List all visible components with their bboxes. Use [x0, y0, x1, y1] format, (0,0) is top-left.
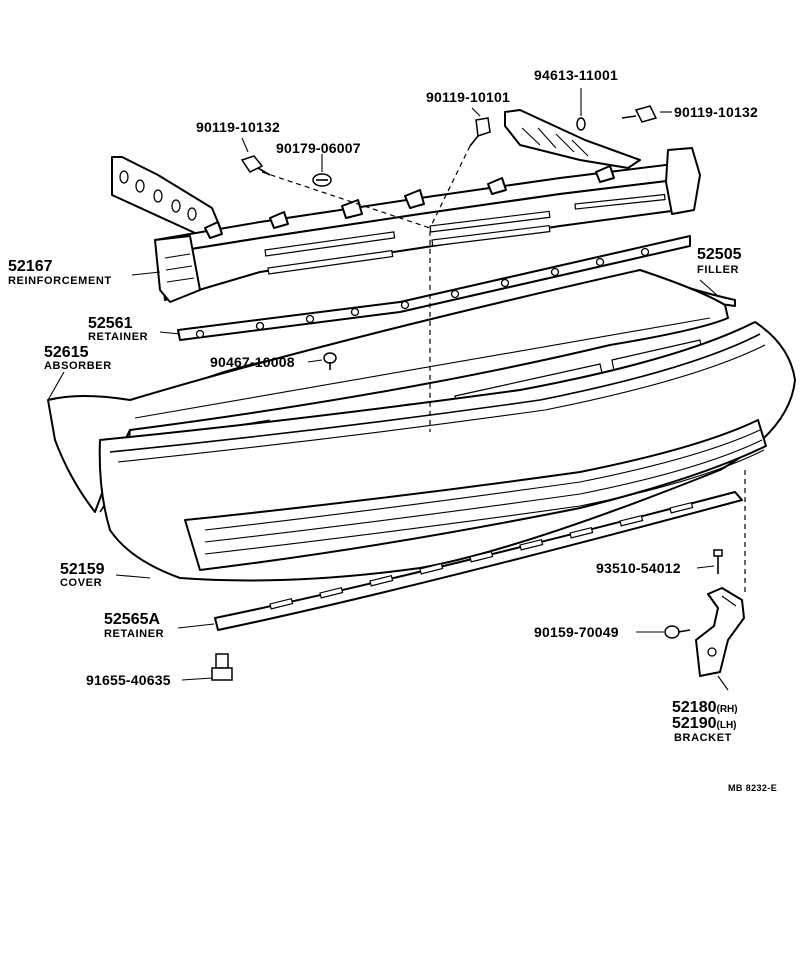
retainer-upper-part — [177, 235, 691, 341]
bracket-rh-side: (RH) — [716, 704, 738, 715]
bracket-rh-label: 52180(RH) — [672, 700, 738, 716]
nut-bracket-icon — [664, 625, 691, 639]
retainer-lower-part-name: RETAINER — [104, 628, 165, 640]
bracket-part-name: BRACKET — [674, 732, 732, 744]
bolt-center-icon — [469, 117, 491, 147]
clip-icon — [323, 352, 337, 370]
retainer-lower-part-number: 52565A — [104, 611, 161, 628]
diagram-code: MB 8232-E — [728, 783, 778, 793]
filler-part-name: FILLER — [697, 264, 740, 276]
bolt-center-part-number: 90119-10101 — [426, 89, 510, 105]
leader-lines — [47, 88, 729, 691]
cover-part — [98, 321, 796, 582]
bolt-lower-icon — [211, 653, 233, 681]
nut-part-number: 90179-06007 — [276, 140, 361, 156]
filler-part-number: 52505 — [697, 246, 742, 263]
assembly-line-center — [429, 145, 471, 229]
reinforcement-part-name: REINFORCEMENT — [8, 275, 112, 287]
bracket-part — [695, 587, 745, 677]
bolt-lower-part-number: 91655-40635 — [86, 672, 171, 688]
cover-part-name: COVER — [60, 577, 103, 589]
washer-icon — [576, 117, 586, 131]
bracket-lh-side: (LH) — [716, 720, 737, 731]
retainer-upper-part-number: 52561 — [88, 315, 133, 332]
clip-part-number: 90467-10008 — [210, 354, 295, 370]
bolt-right-part-number: 90119-10132 — [674, 104, 758, 120]
bolt-left-part-number: 90119-10132 — [196, 119, 280, 135]
nut-bracket-part-number: 90159-70049 — [534, 624, 619, 640]
bracket-rh-part-number: 52180 — [672, 699, 717, 716]
reinforcement-part — [111, 109, 701, 303]
screw-icon — [713, 549, 723, 574]
screw-part-number: 93510-54012 — [596, 560, 681, 576]
nut-icon — [312, 173, 332, 187]
cover-part-number: 52159 — [60, 561, 105, 578]
retainer-upper-part-name: RETAINER — [88, 331, 149, 343]
bracket-lh-part-number: 52190 — [672, 715, 717, 732]
bracket-lh-label: 52190(LH) — [672, 716, 737, 732]
absorber-part-name: ABSORBER — [44, 360, 112, 372]
bolt-left-icon — [240, 155, 271, 176]
washer-part-number: 94613-11001 — [534, 67, 618, 83]
absorber-part-number: 52615 — [44, 344, 89, 361]
bolt-right-icon — [621, 105, 658, 123]
reinforcement-part-number: 52167 — [8, 258, 53, 275]
retainer-lower-part — [214, 491, 743, 631]
